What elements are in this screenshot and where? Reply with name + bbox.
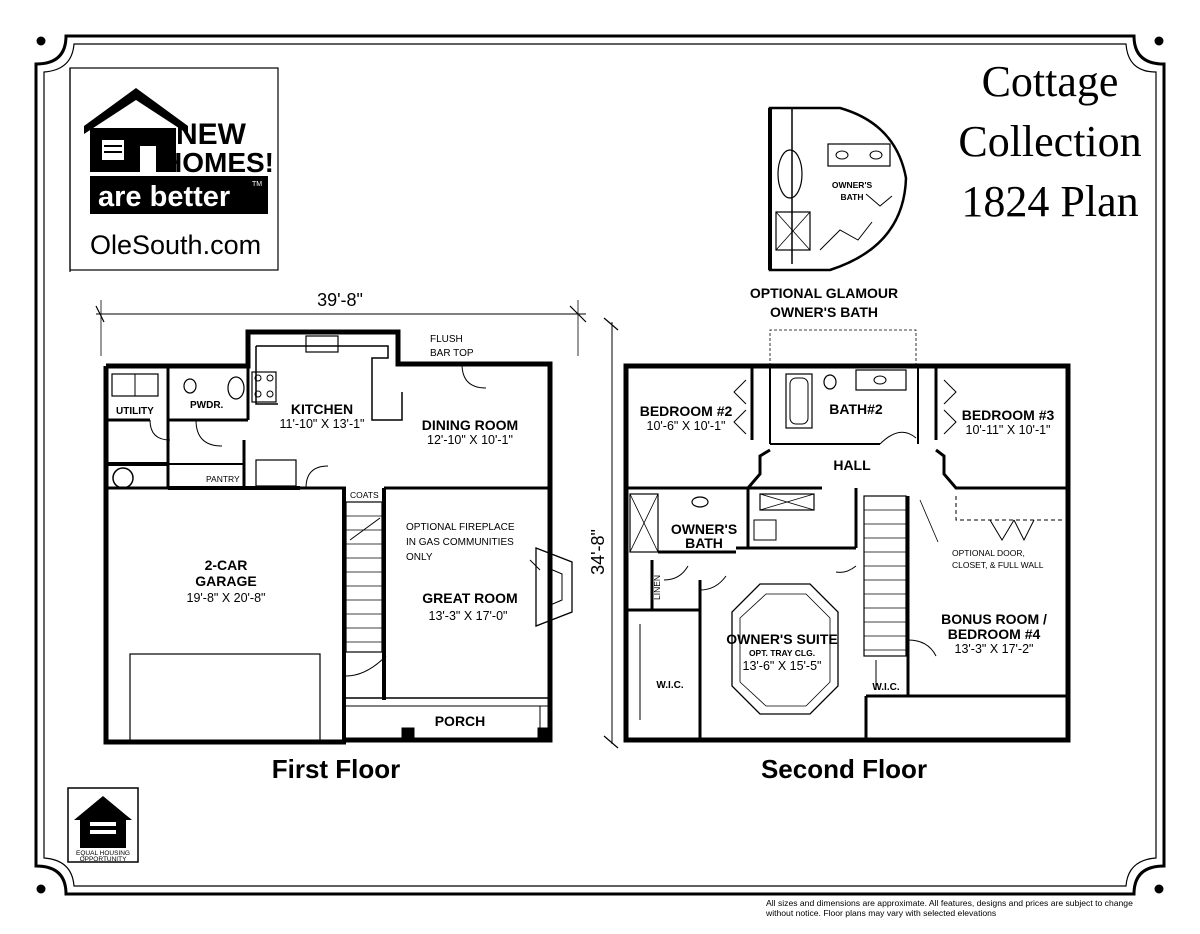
bath2-label: BATH#2: [829, 401, 883, 417]
glamour-inset-line1: OWNER'S: [832, 180, 873, 190]
utility-label: UTILITY: [116, 406, 154, 417]
brand-logo: NEW HOMES! are better TM OleSouth.com: [69, 67, 279, 272]
linen-label: LINEN: [652, 575, 662, 600]
logo-website: OleSouth.com: [90, 230, 261, 260]
logo-homes: HOMES!: [162, 147, 274, 178]
fireplace-note-line2: IN GAS COMMUNITIES: [406, 537, 514, 548]
plan-title-line2: Collection: [958, 117, 1141, 166]
owners-suite-size: 13'-6" X 15'-5": [743, 659, 822, 673]
great-room-size: 13'-3" X 17'-0": [429, 609, 508, 623]
first-floor-width: 39'-8": [317, 290, 363, 310]
coats-label: COATS: [350, 490, 379, 500]
glamour-caption-line1: OPTIONAL GLAMOUR: [750, 285, 898, 301]
second-floor-plan: [623, 329, 1071, 743]
garage-size: 19'-8" X 20'-8": [187, 591, 266, 605]
optional-door-line2: CLOSET, & FULL WALL: [952, 560, 1044, 570]
fireplace-note-line3: ONLY: [406, 552, 433, 563]
equal-housing-line1: EQUAL HOUSING: [76, 850, 130, 857]
plan-title: Cottage Collection 1824 Plan: [958, 57, 1141, 226]
logo-new: NEW: [176, 118, 247, 151]
second-floor-title: Second Floor: [761, 754, 927, 784]
powder-label: PWDR.: [190, 400, 224, 411]
bedroom3-label: BEDROOM #3: [962, 407, 1055, 423]
owners-suite-label: OWNER'S SUITE: [726, 631, 837, 647]
owners-bath-line2: BATH: [685, 535, 723, 551]
owners-suite-note: OPT. TRAY CLG.: [749, 648, 815, 658]
kitchen-label: KITCHEN: [291, 401, 353, 417]
glamour-bath-inset: [768, 106, 908, 272]
garage-label-line2: GARAGE: [195, 573, 256, 589]
glamour-bath-labels: OWNER'S BATH OPTIONAL GLAMOUR OWNER'S BA…: [750, 180, 898, 320]
bedroom3-size: 10'-11" X 10'-1": [966, 423, 1051, 437]
bedroom2-label: BEDROOM #2: [640, 403, 733, 419]
hall-label: HALL: [833, 457, 871, 473]
bonus-room-line1: BONUS ROOM /: [941, 611, 1047, 627]
wic-left-label: W.I.C.: [656, 680, 683, 691]
disclaimer-text: All sizes and dimensions are approximate…: [766, 898, 1133, 918]
dining-label: DINING ROOM: [422, 417, 518, 433]
wic-right-label: W.I.C.: [872, 682, 899, 693]
porch-label: PORCH: [435, 713, 486, 729]
decorative-border: [34, 34, 1166, 896]
kitchen-size: 11'-10" X 13'-1": [280, 417, 365, 431]
fireplace-note-line1: OPTIONAL FIREPLACE: [406, 522, 515, 533]
pantry-label: PANTRY: [206, 474, 240, 484]
bonus-room-size: 13'-3" X 17'-2": [955, 642, 1034, 656]
first-floor-labels: 39'-8" 34'-8" UTILITY PWDR. PANTRY COATS…: [116, 290, 608, 784]
second-floor-labels: BEDROOM #2 10'-6" X 10'-1" BATH#2 BEDROO…: [640, 401, 1055, 784]
logo-trademark: TM: [252, 181, 262, 188]
plan-title-line1: Cottage: [982, 57, 1119, 106]
first-floor-plan: [95, 300, 619, 749]
flush-bar-line1: FLUSH: [430, 334, 463, 345]
dining-size: 12'-10" X 10'-1": [427, 433, 513, 447]
equal-housing-logo: EQUAL HOUSING OPPORTUNITY: [67, 787, 139, 863]
plan-title-line3: 1824 Plan: [961, 177, 1138, 226]
glamour-caption-line2: OWNER'S BATH: [770, 304, 878, 320]
great-room-label: GREAT ROOM: [422, 590, 517, 606]
equal-housing-line2: OPPORTUNITY: [80, 856, 127, 863]
logo-tagline: are better: [98, 181, 230, 213]
optional-door-line1: OPTIONAL DOOR,: [952, 548, 1025, 558]
bonus-room-line2: BEDROOM #4: [948, 626, 1041, 642]
flush-bar-line2: BAR TOP: [430, 348, 474, 359]
owners-bath-line1: OWNER'S: [671, 521, 737, 537]
first-floor-title: First Floor: [272, 754, 401, 784]
garage-label-line1: 2-CAR: [205, 557, 248, 573]
first-floor-depth: 34'-8": [588, 529, 608, 575]
house-icon: [84, 88, 188, 134]
bedroom2-size: 10'-6" X 10'-1": [647, 419, 726, 433]
glamour-inset-line2: BATH: [841, 192, 864, 202]
